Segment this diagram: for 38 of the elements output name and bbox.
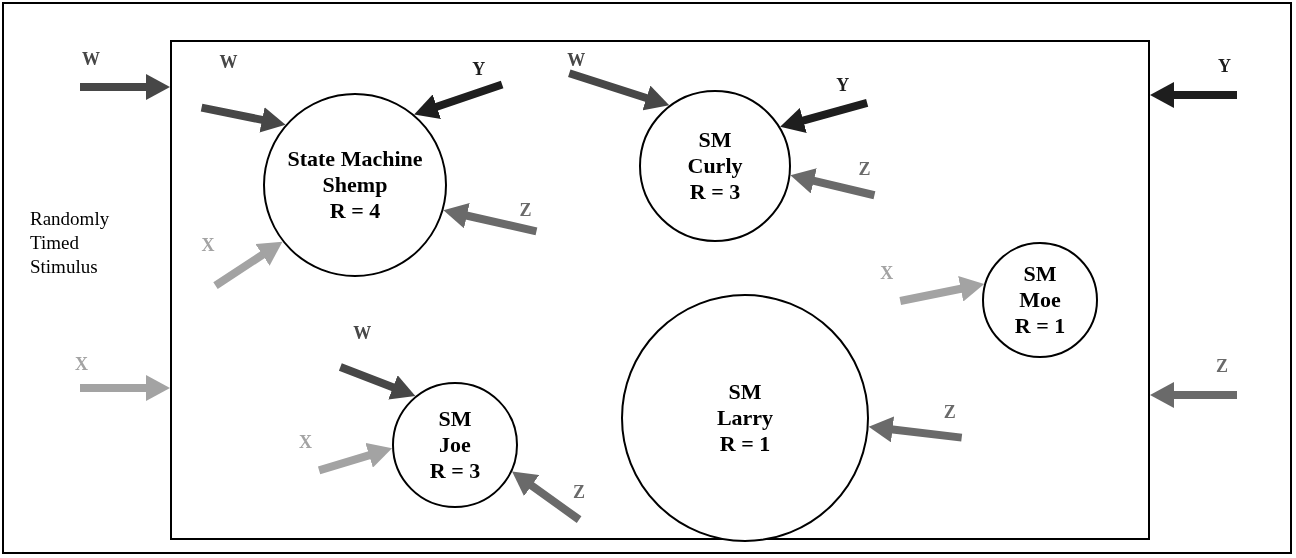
arrow xyxy=(412,80,504,120)
edge-label: W xyxy=(353,324,372,343)
arrow xyxy=(568,69,671,111)
arrow xyxy=(200,103,287,133)
arrow xyxy=(317,442,394,475)
edge-label: Z xyxy=(519,201,532,220)
edge-label: Z xyxy=(943,402,956,421)
arrow xyxy=(338,363,417,400)
rate-label: R = 1 xyxy=(718,431,772,457)
edge-label: Z xyxy=(573,482,586,501)
arrow xyxy=(779,99,869,133)
arrow xyxy=(868,416,963,443)
edge-label: Z xyxy=(858,160,871,179)
state-machine-name: SM Moe xyxy=(1018,261,1062,313)
stimulus-note: Randomly Timed Stimulus xyxy=(30,207,111,279)
edge-label: X xyxy=(299,433,313,452)
edge-label: W xyxy=(219,52,238,71)
arrow xyxy=(899,276,986,305)
rate-label: R = 4 xyxy=(328,198,382,224)
edge-label: W xyxy=(567,51,586,70)
edge-label: Y xyxy=(836,75,850,94)
edge-label: Y xyxy=(1218,57,1231,75)
system-box xyxy=(170,40,1150,540)
arrow xyxy=(442,202,538,236)
edge-label: X xyxy=(75,355,88,373)
rate-label: R = 3 xyxy=(688,179,742,205)
arrow xyxy=(789,168,876,200)
rate-label: R = 3 xyxy=(428,458,482,484)
edge-label: X xyxy=(201,235,215,254)
rate-label: R = 1 xyxy=(1013,313,1067,339)
state-machine-name: SM Curly xyxy=(686,127,744,179)
state-machine-name: SM Joe xyxy=(437,406,473,458)
state-machine-name: State Machine Shemp xyxy=(286,146,424,198)
edge-label: X xyxy=(880,264,894,282)
state-machine-name: SM Larry xyxy=(715,379,775,431)
edge-label: Z xyxy=(1216,357,1228,375)
edge-label: W xyxy=(82,50,100,68)
edge-label: Y xyxy=(472,59,486,78)
